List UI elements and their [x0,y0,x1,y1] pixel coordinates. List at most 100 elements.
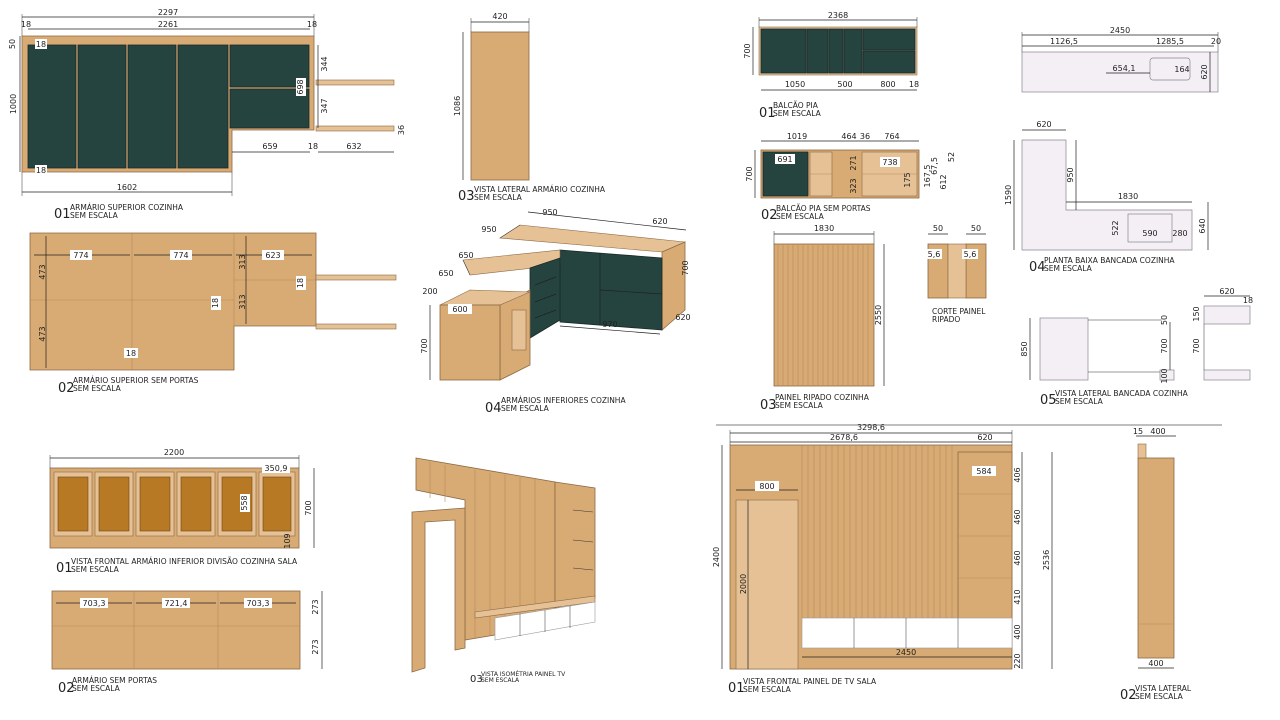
door-2 [77,44,127,169]
caption-scale: SEM ESCALA [1044,264,1093,273]
caption-number: 05 [1040,393,1057,408]
dim-w3: 36 [860,132,870,141]
dim-620-side: 620 [675,313,690,322]
dim-280: 280 [1172,229,1187,238]
caption-number: 04 [1029,260,1046,275]
dim-50: 50 [1160,315,1169,325]
caption-number: 03 [760,398,777,413]
dim-g1: 5,6 [928,250,941,259]
dim-18: 18 [1243,296,1253,305]
door-3 [127,44,177,169]
dim-w1: 2678,6 [830,433,858,442]
caption-scale: SEM ESCALA [73,384,122,393]
caption-title: CORTE PAINEL [932,307,986,316]
caption-scale: SEM ESCALA [773,109,822,118]
side-column [1137,457,1175,659]
dim-g2: 5,6 [964,250,977,259]
door-opening [735,499,799,670]
cane-door-3 [139,476,171,532]
dim-100: 100 [1160,368,1169,383]
dim-590: 590 [1142,229,1157,238]
dim-h3: 473 [38,264,47,279]
caption-title: VISTA FRONTAL PAINEL DE TV SALA [743,677,877,686]
dim-height: 700 [304,500,313,515]
dim-h1: 313 [238,254,247,269]
dim-620-top: 620 [652,217,667,226]
caption-title: VISTA ISOMÉTRIA PAINEL TV [481,670,566,678]
dim-700b: 700 [1192,338,1201,353]
dim-w3: 800 [880,80,895,89]
dim-base-width: 2450 [896,648,916,657]
dim-shelf-depth: 632 [346,142,361,151]
dim-s1: 167,5 [923,165,932,188]
cane-door-4 [180,476,212,532]
dim-200: 200 [422,287,437,296]
dim-overall-width: 2297 [158,8,178,17]
view-balcao-pia: 2368 700 1050 500 800 18 01 BALCÃO PIA S… [743,11,919,121]
dim-h1: 273 [311,599,320,614]
dim-t3: 18 [126,349,136,358]
caption-title: PAINEL RIPADO COZINHA [775,393,870,402]
door-4 [843,28,863,74]
caption-subtitle: RIPADO [932,315,960,324]
dim-w4: 764 [884,132,899,141]
caption-title: ARMÁRIOS INFERIORES COZINHA [501,396,626,405]
view-lateral-painel-tv: 15 400 400 02 VISTA LATERAL SEM ESCALA [1120,427,1192,703]
dim-edge-right: 18 [307,20,317,29]
dim-height: 2400 [712,547,721,567]
dim-w1: 50 [933,224,943,233]
door-2 [806,28,829,74]
dim-t1: 18 [211,298,220,308]
dim-w3: 20 [1211,37,1221,46]
dim-w2: 620 [977,433,992,442]
view-lateral-armario-cozinha: 420 1086 03 VISTA LATERAL ARMÁRIO COZINH… [453,12,606,204]
dim-gap-top: 18 [36,40,46,49]
dim-w3: 623 [265,251,280,260]
dim-950-top: 950 [542,208,557,217]
cane-door-2 [98,476,130,532]
side-panel [470,31,530,181]
dim-width: 420 [492,12,507,21]
shelf-lower [315,125,395,132]
caption-scale: SEM ESCALA [71,565,120,574]
caption-title: BALCÃO PIA SEM PORTAS [776,204,871,213]
base-doors-right [559,249,663,331]
dim-400-top: 400 [1150,427,1165,436]
caption-title: ARMÁRIO SUPERIOR COZINHA [70,203,184,212]
dim-w1: 1050 [785,80,805,89]
dim-1590: 1590 [1004,185,1013,205]
caption-scale: SEM ESCALA [474,193,523,202]
dim-w2: 1285,5 [1156,37,1184,46]
caption-title: VISTA LATERAL ARMÁRIO COZINHA [474,185,606,194]
caption-scale: SEM ESCALA [501,404,550,413]
dim-s2: 67,5 [930,157,939,175]
dim-bottom-width: 1602 [117,183,137,192]
view-frontal-painel-tv: 3298,6 2678,6 620 800 2000 2400 584 2450… [712,423,1053,696]
cane-door-1 [57,476,89,532]
door-4 [177,44,229,169]
dim-height: 700 [745,166,754,181]
view-lateral-bancada: 850 700 100 50 150 700 620 18 05 VISTA L… [1020,287,1253,408]
dim-700-left: 700 [420,338,429,353]
slatted-panel [773,243,875,387]
niche-column [554,481,596,609]
dim-height: 1086 [453,96,462,116]
caption-title: VISTA LATERAL BANCADA COZINHA [1055,389,1189,398]
dim-d4: 738 [882,158,897,167]
dim-970: 970 [602,320,617,329]
dim-522: 522 [1111,220,1120,235]
dim-650-b: 650 [438,269,453,278]
dim-1830: 1830 [1118,192,1138,201]
caption-number: 01 [56,561,73,576]
dim-shelf-thickness: 36 [397,125,406,135]
dim-h2: 313 [238,294,247,309]
dim-h4: 473 [38,326,47,341]
dim-width: 1830 [814,224,834,233]
dim-150: 150 [1192,306,1201,321]
dim-w4: 18 [909,80,919,89]
dim-s3: 612 [939,174,948,189]
dim-door-height: 2000 [739,574,748,594]
dim-inner-width: 2261 [158,20,178,29]
dim-w1: 774 [73,251,88,260]
